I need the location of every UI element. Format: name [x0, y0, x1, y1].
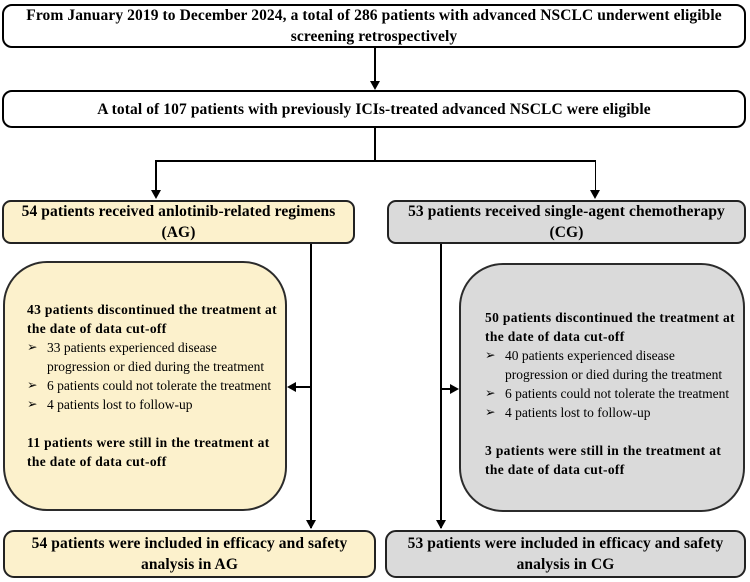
list-item: ➢ 6 patients could not tolerate the trea… [485, 384, 735, 403]
cg-discontinued-header: 50 patients discontinued the treatment a… [485, 310, 735, 344]
arrow-left-icon [287, 382, 296, 392]
cg-final-text: 53 patients were included in efficacy an… [407, 535, 724, 573]
arrow-right-icon [450, 384, 459, 394]
list-item: ➢ 40 patients experienced disease progre… [485, 346, 735, 384]
cg-reason-text: 6 patients could not tolerate the treatm… [505, 386, 730, 401]
connector-line [594, 160, 596, 192]
ag-detail-box: 43 patients discontinued the treatment a… [3, 261, 287, 511]
ag-allocation-box: 54 patients received anlotinib-related r… [2, 200, 355, 244]
screening-box: From January 2019 to December 2024, a to… [2, 4, 746, 48]
list-item: ➢ 4 patients lost to follow-up [27, 395, 277, 414]
cg-allocation-box: 53 patients received single-agent chemot… [387, 200, 746, 244]
eligible-text: A total of 107 patients with previously … [97, 100, 651, 118]
connector-line [374, 48, 376, 83]
list-item: ➢ 6 patients could not tolerate the trea… [27, 376, 277, 395]
ag-reason-text: 4 patients lost to follow-up [47, 397, 193, 412]
arrow-down-icon [436, 520, 446, 529]
connector-line [155, 160, 596, 162]
ag-reason-text: 33 patients experienced disease progress… [47, 340, 265, 374]
bullet-arrow-icon: ➢ [485, 348, 496, 362]
bullet-arrow-icon: ➢ [27, 397, 38, 411]
ag-still-in-treatment: 11 patients were still in the treatment … [27, 435, 270, 469]
ag-final-text: 54 patients were included in efficacy an… [31, 535, 348, 573]
cg-final-box: 53 patients were included in efficacy an… [385, 530, 746, 578]
cg-allocation-text: 53 patients received single-agent chemot… [408, 203, 725, 241]
arrow-down-icon [151, 190, 161, 199]
cg-reason-text: 4 patients lost to follow-up [505, 405, 651, 420]
ag-discontinued-header: 43 patients discontinued the treatment a… [27, 302, 277, 336]
connector-line [155, 160, 157, 192]
ag-reason-text: 6 patients could not tolerate the treatm… [47, 378, 272, 393]
ag-final-box: 54 patients were included in efficacy an… [3, 530, 376, 578]
arrow-down-icon [370, 81, 380, 90]
cg-still-in-treatment: 3 patients were still in the treatment a… [485, 443, 722, 477]
connector-line [441, 388, 452, 390]
bullet-arrow-icon: ➢ [485, 405, 496, 419]
connector-line [294, 386, 311, 388]
arrow-down-icon [590, 190, 600, 199]
screening-text: From January 2019 to December 2024, a to… [26, 7, 722, 45]
connector-line [374, 128, 376, 161]
bullet-arrow-icon: ➢ [27, 378, 38, 392]
cg-reason-text: 40 patients experienced disease progress… [505, 348, 723, 382]
bullet-arrow-icon: ➢ [485, 386, 496, 400]
list-item: ➢ 4 patients lost to follow-up [485, 403, 735, 422]
ag-allocation-text: 54 patients received anlotinib-related r… [21, 203, 336, 241]
list-item: ➢ 33 patients experienced disease progre… [27, 338, 277, 376]
eligible-box: A total of 107 patients with previously … [2, 90, 746, 128]
arrow-down-icon [306, 520, 316, 529]
bullet-arrow-icon: ➢ [27, 340, 38, 354]
connector-line [440, 244, 442, 528]
cg-detail-box: 50 patients discontinued the treatment a… [459, 263, 745, 512]
